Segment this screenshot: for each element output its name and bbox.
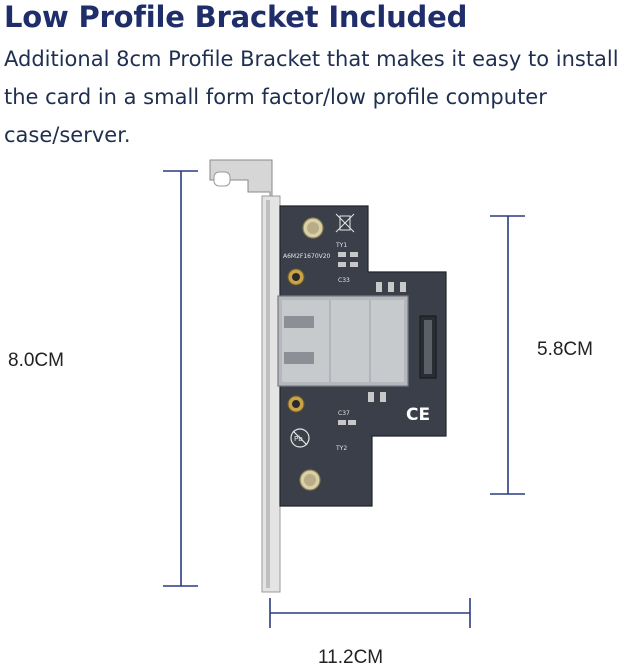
low-profile-bracket	[209, 159, 281, 593]
mounting-hole-top	[287, 268, 305, 286]
dimension-label-height-right: 5.8CM	[537, 339, 593, 360]
screw-top	[302, 217, 324, 239]
board-c37-text: C37	[338, 410, 350, 417]
network-card-pcb: A6M2F1670V20 TY1 C33 C37 TY2 CE Pb	[277, 205, 447, 507]
dimension-line-width-bottom	[269, 598, 471, 628]
dimension-line-height-right	[490, 215, 525, 495]
pb-mark-text: Pb	[294, 435, 303, 443]
board-c33-text: C33	[338, 277, 350, 284]
description-line-3: case/server.	[4, 123, 131, 147]
dimension-line-height-left	[163, 170, 198, 587]
screw-bottom	[299, 469, 321, 491]
description: Additional 8cm Profile Bracket that make…	[4, 40, 636, 154]
dimension-label-width-bottom: 11.2CM	[318, 647, 384, 668]
board-model-text: A6M2F1670V20	[283, 253, 331, 260]
board-ty1-text: TY1	[335, 242, 347, 249]
smd-components	[338, 252, 406, 425]
description-line-2: the card in a small form factor/low prof…	[4, 85, 547, 109]
board-ty2-text: TY2	[335, 445, 347, 452]
weee-bin-icon	[335, 213, 355, 233]
page-title: Low Profile Bracket Included	[4, 0, 468, 34]
mounting-hole-bottom	[287, 395, 305, 413]
board-connector	[419, 315, 437, 379]
bracket-screw-slot	[213, 171, 231, 187]
ce-mark-text: CE	[406, 405, 430, 425]
description-line-1: Additional 8cm Profile Bracket that make…	[4, 47, 619, 71]
rj45-port	[277, 295, 409, 387]
lead-free-icon	[290, 428, 310, 448]
dimension-label-height-left: 8.0CM	[8, 350, 64, 371]
